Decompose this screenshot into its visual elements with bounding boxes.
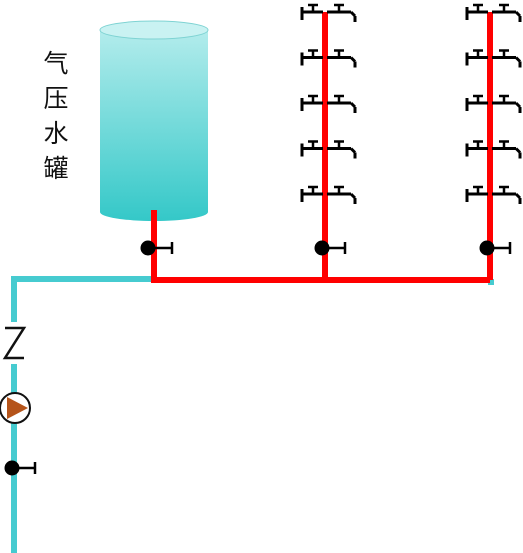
pump-icon xyxy=(0,392,31,424)
gate-valve-icon xyxy=(4,460,37,476)
check-valve-icon xyxy=(2,322,27,364)
tank-label-char: 压 xyxy=(43,84,69,113)
pressure-tank xyxy=(99,20,209,221)
tank-label-char: 气 xyxy=(43,49,69,78)
gate-valve-icon xyxy=(479,240,512,256)
gate-valve-icon xyxy=(140,240,174,256)
tank-label-char: 水 xyxy=(43,119,69,148)
tank-label: 气 压 水 罐 xyxy=(40,46,72,186)
gate-valve-icon xyxy=(314,240,347,256)
riser-pipes xyxy=(151,12,493,283)
tank-label-char: 罐 xyxy=(43,154,69,183)
supply-pipe xyxy=(11,276,156,553)
